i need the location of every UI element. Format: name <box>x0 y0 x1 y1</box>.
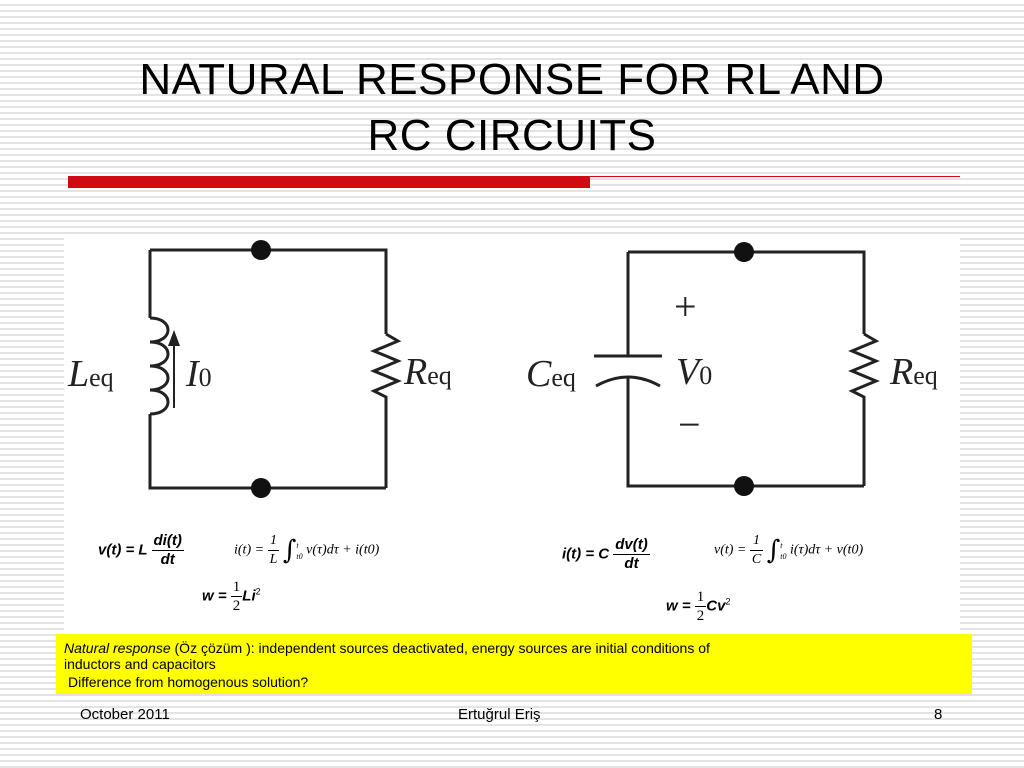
rc-top-terminal <box>734 242 754 262</box>
rl-i-upper-limit: t <box>296 540 299 550</box>
capacitor-label: Ceq <box>526 353 576 395</box>
rl-v-denominator: dt <box>160 551 175 568</box>
rl-i-lhs: i(t) = <box>234 542 265 558</box>
rc-resistor-label: Req <box>889 351 938 393</box>
current-label: I0 <box>185 353 212 395</box>
current-arrow-head <box>168 330 180 346</box>
rc-i-denominator: dt <box>624 555 639 572</box>
rc-v-upper-limit: t <box>780 540 783 550</box>
rc-i-fraction: dv(t)dt <box>613 536 650 573</box>
rl-i-lower-limit: t0 <box>296 551 303 561</box>
rc-w-exponent: 2 <box>725 596 731 607</box>
highlight-note-box: Natural response (Öz çözüm ): independen… <box>56 634 972 694</box>
note-italic-term: Natural response <box>64 640 171 656</box>
rl-v-numerator: di(t) <box>151 532 184 551</box>
rc-v-rhs: i(τ)dτ + v(t0) <box>790 542 864 558</box>
slide-title: NATURAL RESPONSE FOR RL AND RC CIRCUITS <box>60 52 964 164</box>
voltage-plus-sign: + <box>674 284 697 329</box>
slide-title-line2: RC CIRCUITS <box>367 111 657 160</box>
rl-w-lhs: w = <box>202 587 227 605</box>
circuit-diagrams-svg: Leq I0 Req Ceq + V0 − Req <box>67 240 938 498</box>
integral-sign: ∫ <box>766 535 781 566</box>
note-line2: inductors and capacitors <box>64 656 216 672</box>
slide-title-line1: NATURAL RESPONSE FOR RL AND <box>139 55 885 104</box>
voltage-minus-sign: − <box>678 402 701 447</box>
rl-resistor <box>370 332 402 488</box>
rl-bottom-wire <box>148 414 386 490</box>
rc-w-numerator: 1 <box>694 589 707 607</box>
rl-circuit <box>148 248 402 490</box>
rc-resistor <box>848 332 880 486</box>
rc-w-denominator: 2 <box>696 608 705 624</box>
rc-bottom-terminal <box>734 476 754 496</box>
rc-bottom-wire <box>626 377 864 488</box>
rl-i-rhs: v(τ)dτ + i(t0) <box>306 542 380 558</box>
title-underline-line <box>590 176 960 177</box>
footer-author: Ertuğrul Eriş <box>458 706 541 723</box>
circuit-labels: Leq I0 Req Ceq + V0 − Req <box>67 284 938 447</box>
title-underline-bar <box>68 176 590 188</box>
rc-v-lower-limit: t0 <box>780 551 787 561</box>
rl-w-numerator: 1 <box>230 579 243 597</box>
rl-w-denominator: 2 <box>232 598 241 614</box>
note-line3: Difference from homogenous solution? <box>68 674 309 690</box>
rl-w-rhs: Li <box>242 587 256 605</box>
note-line1: Natural response (Öz çözüm ): independen… <box>64 640 964 656</box>
rl-bottom-terminal <box>251 478 271 498</box>
rl-i-denominator: L <box>269 552 278 567</box>
rl-voltage-equation: v(t) = L di(t)dt <box>98 532 184 569</box>
rc-v-denominator: C <box>751 552 762 567</box>
rc-v-lhs: v(t) = <box>714 542 747 558</box>
rc-w-rhs: Cv <box>706 597 726 615</box>
rl-resistor-label: Req <box>403 351 452 393</box>
rl-v-fraction: di(t)dt <box>151 532 184 569</box>
note-line1-rest: (Öz çözüm ): independent sources deactiv… <box>170 640 710 656</box>
inductor-coil <box>149 316 170 416</box>
rl-v-lhs: v(t) = L <box>98 541 148 559</box>
rl-i-numerator: 1 <box>267 532 280 551</box>
voltage-label: V0 <box>676 351 712 393</box>
rc-w-lhs: w = <box>666 597 691 615</box>
circuit-figure: Leq I0 Req Ceq + V0 − Req v(t) = L di(t)… <box>64 238 960 632</box>
rl-w-exponent: 2 <box>255 586 261 597</box>
rc-circuit <box>594 250 880 488</box>
inductor-label: Leq <box>67 353 114 395</box>
rc-i-numerator: dv(t) <box>613 536 650 555</box>
footer-date: October 2011 <box>80 706 170 723</box>
rl-top-terminal <box>251 240 271 260</box>
footer-page-number: 8 <box>934 706 943 723</box>
rl-top-wire <box>150 248 388 334</box>
rc-current-equation: i(t) = C dv(t)dt <box>562 536 650 573</box>
rc-v-numerator: 1 <box>749 532 764 551</box>
rc-top-wire <box>628 250 866 334</box>
rc-i-lhs: i(t) = C <box>562 545 610 563</box>
integral-sign: ∫ <box>282 535 297 566</box>
